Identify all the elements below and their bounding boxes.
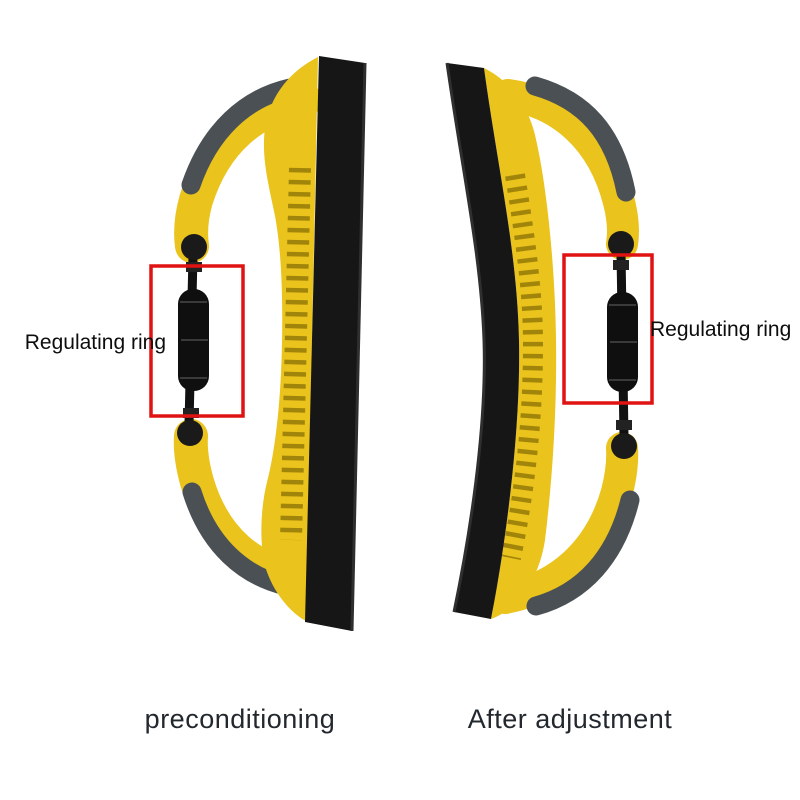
rod-nut-icon — [613, 260, 629, 270]
pad-edge-highlight — [445, 62, 486, 613]
top-grip-left-tool — [181, 78, 300, 195]
regulating-ring-label-left: Regulating ring — [24, 331, 166, 354]
regulating-ring-highlight-right — [562, 253, 654, 405]
vent-ribs-left-tool — [280, 167, 311, 541]
top-handle-right-tool — [492, 79, 639, 260]
vent-ribs-right-tool — [501, 173, 544, 561]
regulating-ring-ridges — [180, 301, 208, 379]
pad-edge-highlight — [350, 62, 367, 632]
tool-preconditioning-illustration — [149, 56, 367, 632]
handle-knob-icon — [608, 231, 634, 257]
rod-nut-icon — [616, 420, 632, 430]
tool-body-right — [484, 68, 557, 619]
sanding-pad-right — [447, 63, 520, 619]
rod-nut-icon — [183, 408, 199, 418]
handle-knob-icon — [181, 234, 207, 260]
tool-after-adjustment-illustration — [445, 62, 654, 619]
handle-knob-icon — [611, 433, 637, 459]
caption-preconditioning: preconditioning — [144, 704, 336, 734]
sanding-pad-left — [305, 56, 365, 631]
regulating-ring-ridges — [609, 304, 637, 381]
regulating-ring-label-right: Regulating ring — [650, 318, 792, 341]
top-grip-right-tool — [525, 76, 636, 202]
handle-knob-icon — [177, 420, 203, 446]
regulating-ring-highlight-left — [149, 264, 245, 418]
bottom-grip-right-tool — [526, 490, 640, 616]
bottom-handle-right-tool — [489, 432, 639, 614]
caption-after-adjustment: After adjustment — [467, 704, 673, 734]
